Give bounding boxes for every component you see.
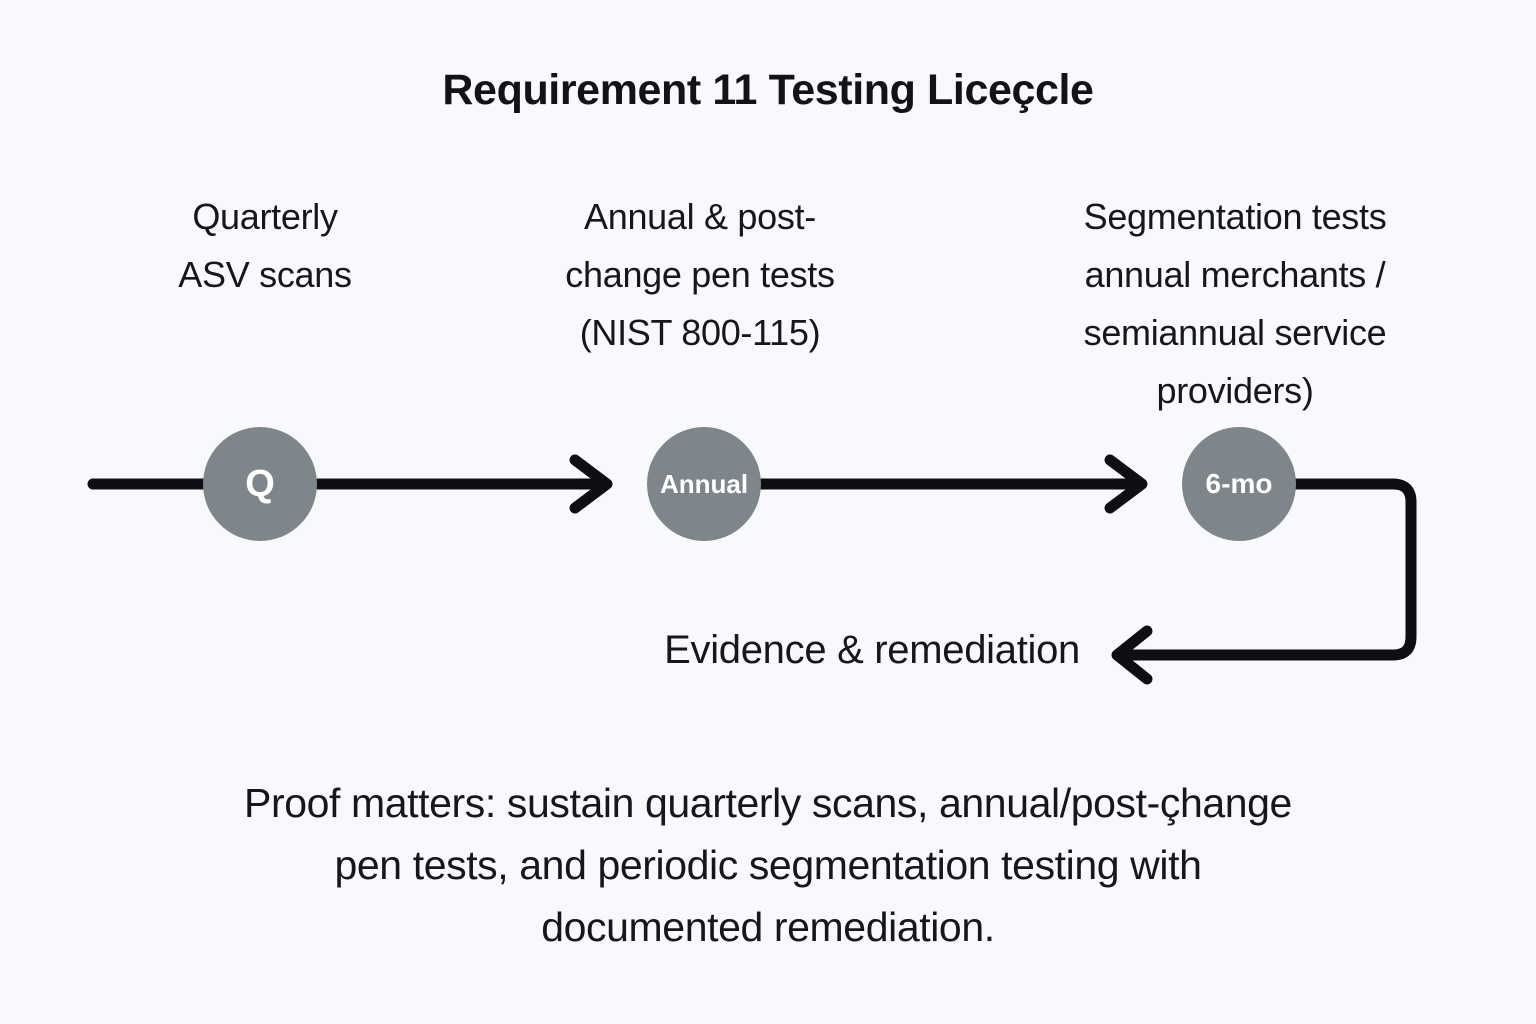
feedback-loop-line xyxy=(1119,478,1417,661)
page-title: Requirement 11 Testing Liceçcle xyxy=(442,66,1094,114)
node-six-month[interactable]: 6-mo xyxy=(1182,427,1296,541)
stage-label-line: semiannual service xyxy=(1083,312,1387,353)
node-quarterly[interactable]: Q xyxy=(203,427,317,541)
feedback-loop-label: Evidence & remediation xyxy=(664,628,1080,672)
caption-line: pen tests, and periodic segmentation tes… xyxy=(334,842,1202,888)
node-annual[interactable]: Annual xyxy=(647,427,761,541)
stage-label-line: Quarterly xyxy=(192,196,338,237)
stage-label-line: Annual & post- xyxy=(584,196,816,237)
caption-line: Proof matters: sustain quarterly scans, … xyxy=(244,780,1292,826)
stage-label-annual-pentest: Annual & post- change pen tests (NIST 80… xyxy=(495,188,905,362)
caption-line: documented remediation. xyxy=(541,904,995,950)
stage-label-segmentation: Segmentation tests annual merchants / se… xyxy=(1000,188,1470,420)
stage-label-line: (NIST 800-115) xyxy=(579,312,821,353)
stage-label-quarterly: Quarterly ASV scans xyxy=(105,188,425,304)
footer-caption: Proof matters: sustain quarterly scans, … xyxy=(88,772,1448,958)
arrow-head-right-icon xyxy=(1104,454,1148,514)
stage-label-line: annual merchants / xyxy=(1084,254,1386,295)
stage-label-line: Segmentation tests xyxy=(1083,196,1387,237)
stage-label-line: change pen tests xyxy=(565,254,835,295)
stage-label-line: ASV scans xyxy=(178,254,352,295)
stage-label-line: providers) xyxy=(1156,370,1314,411)
arrow-head-right-icon xyxy=(569,454,613,514)
arrow-head-left-icon xyxy=(1111,625,1153,685)
